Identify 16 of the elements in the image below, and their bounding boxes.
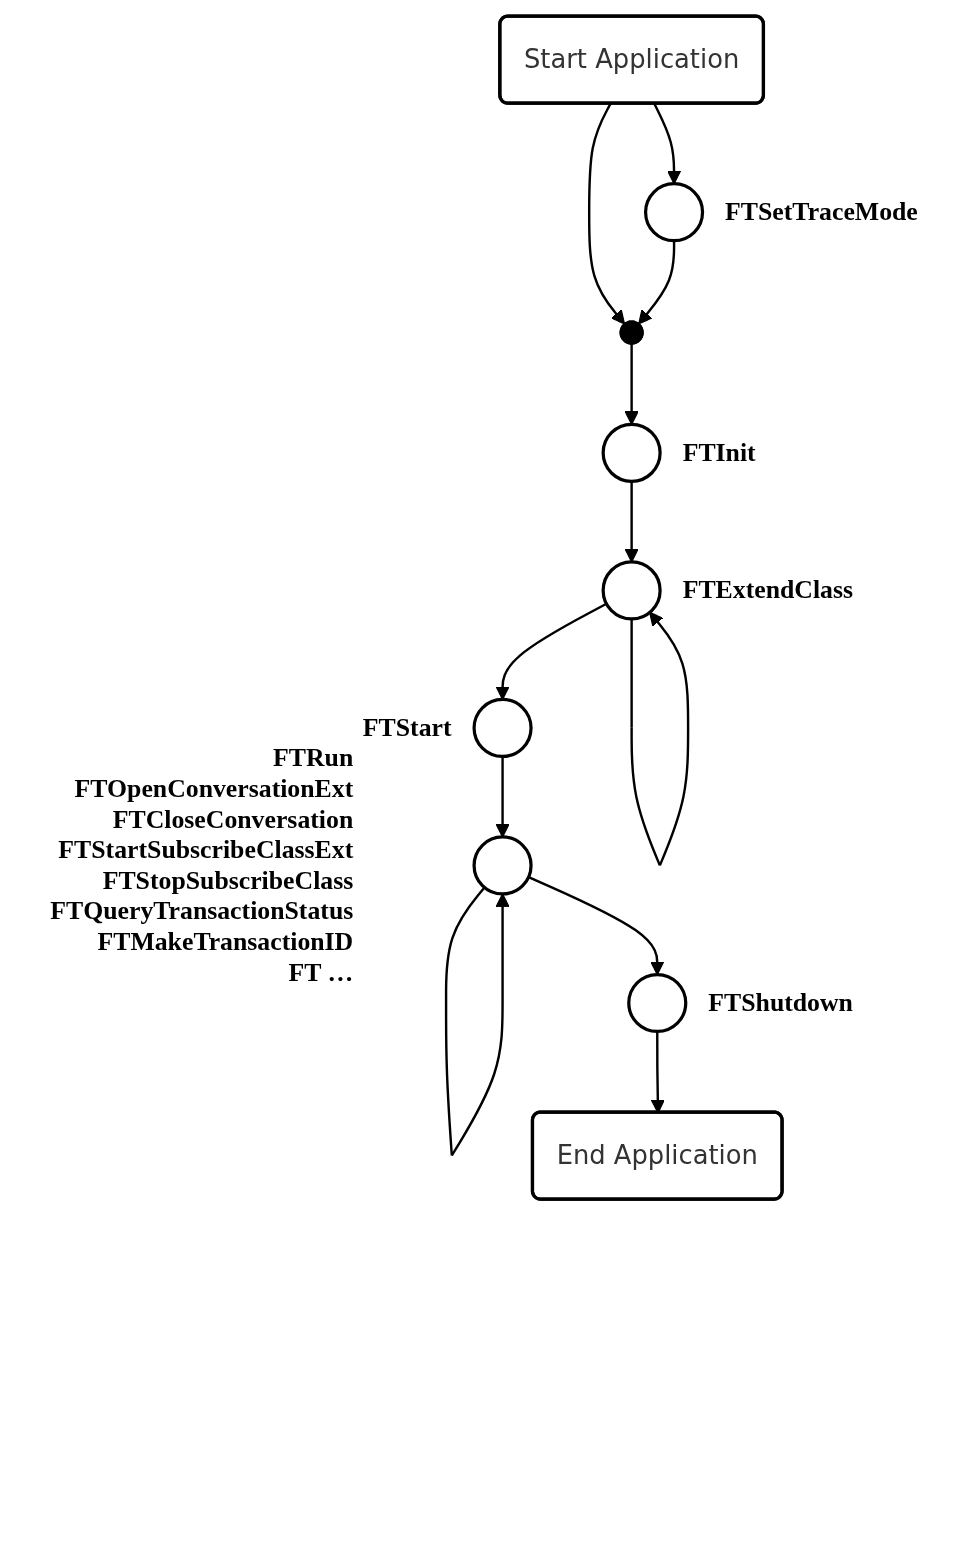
function-label: FTInit <box>682 437 756 467</box>
function-label: FTShutdown <box>708 988 853 1018</box>
arrow <box>587 103 626 325</box>
node-circle <box>472 835 533 896</box>
node-circle <box>644 182 705 243</box>
function-label: FTSetTraceMode <box>725 197 918 227</box>
node-circle <box>601 560 662 621</box>
node-circle <box>472 697 533 758</box>
arrow <box>624 481 639 563</box>
arrow <box>495 756 510 838</box>
function-label: FTRun FTOpenConversationExt FTCloseConversation FTStartSubscribeClassExt FTStopSubscribeClass FTQueryTransactionStatus FTMakeTransactionID FT … <box>50 743 354 987</box>
node-circle <box>627 972 688 1034</box>
node-circle <box>601 422 662 483</box>
function-label: FTStart <box>362 713 452 742</box>
function-label: FTExtendClass <box>682 575 854 605</box>
arrow <box>638 240 676 325</box>
